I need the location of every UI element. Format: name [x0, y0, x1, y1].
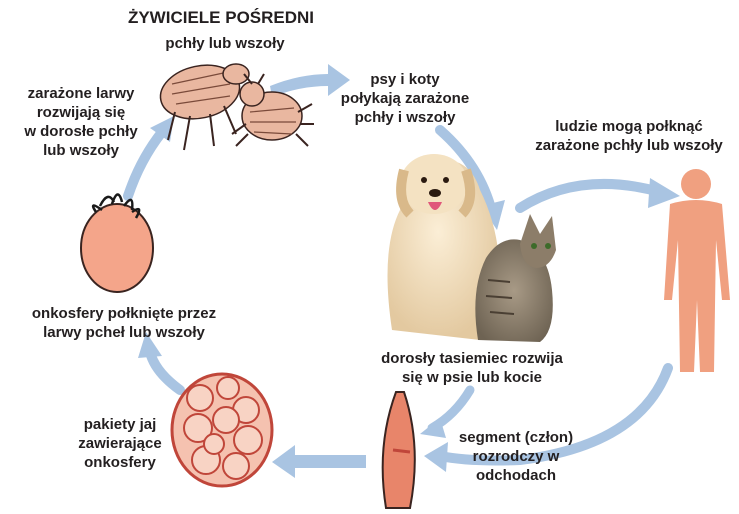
label-line: zarażone larwy: [6, 84, 156, 103]
label-line: lub wszoły: [6, 141, 156, 160]
label-line: pchły i wszoły: [330, 108, 480, 127]
label-line: odchodach: [446, 466, 586, 485]
label-line: się w psie lub kocie: [360, 368, 584, 387]
egg-packet-illustration: [172, 374, 272, 486]
arrow-head-human-to-segment: [424, 442, 448, 472]
label-line: ludzie mogą połknąć: [522, 117, 736, 136]
larva-illustration: [81, 194, 153, 292]
tapeworm-segment-illustration: [383, 392, 415, 508]
arrow-to-human: [520, 184, 660, 208]
label-line: onkosfery połknięte przez: [6, 304, 242, 323]
arrow-eggs-to-larva: [150, 352, 180, 390]
label-line: rozwijają się: [6, 103, 156, 122]
label-larvae-develop: zarażone larwy rozwijają się w dorosłe p…: [6, 84, 156, 160]
label-pets-swallow: psy i koty połykają zarażone pchły i wsz…: [330, 70, 480, 127]
arrow-segment-to-eggs: [272, 445, 366, 478]
label-line: rozrodczy w: [446, 447, 586, 466]
label-line: dorosły tasiemiec rozwija: [360, 349, 584, 368]
label-line: zawierające: [70, 434, 170, 453]
label-segment-feces: segment (człon) rozrodczy w odchodach: [446, 428, 586, 485]
label-line: w dorosłe pchły: [6, 122, 156, 141]
human-silhouette: [664, 169, 730, 372]
label-intermediate-hosts: pchły lub wszoły: [140, 34, 310, 53]
label-line: pakiety jaj: [70, 415, 170, 434]
label-line: segment (człon): [446, 428, 586, 447]
label-line: zarażone pchły lub wszoły: [522, 136, 736, 155]
label-oncospheres-swallowed: onkosfery połknięte przez larwy pcheł lu…: [6, 304, 242, 342]
label-line: psy i koty: [330, 70, 480, 89]
flea-illustration: [155, 58, 249, 150]
label-egg-packets: pakiety jaj zawierające onkosfery: [70, 415, 170, 472]
label-humans-swallow: ludzie mogą połknąć zarażone pchły lub w…: [522, 117, 736, 155]
label-adult-tapeworm: dorosły tasiemiec rozwija się w psie lub…: [360, 349, 584, 387]
label-line: onkosfery: [70, 453, 170, 472]
diagram-title: ŻYWICIELE POŚREDNI: [106, 8, 336, 27]
label-line: larwy pcheł lub wszoły: [6, 323, 242, 342]
label-line: połykają zarażone: [330, 89, 480, 108]
